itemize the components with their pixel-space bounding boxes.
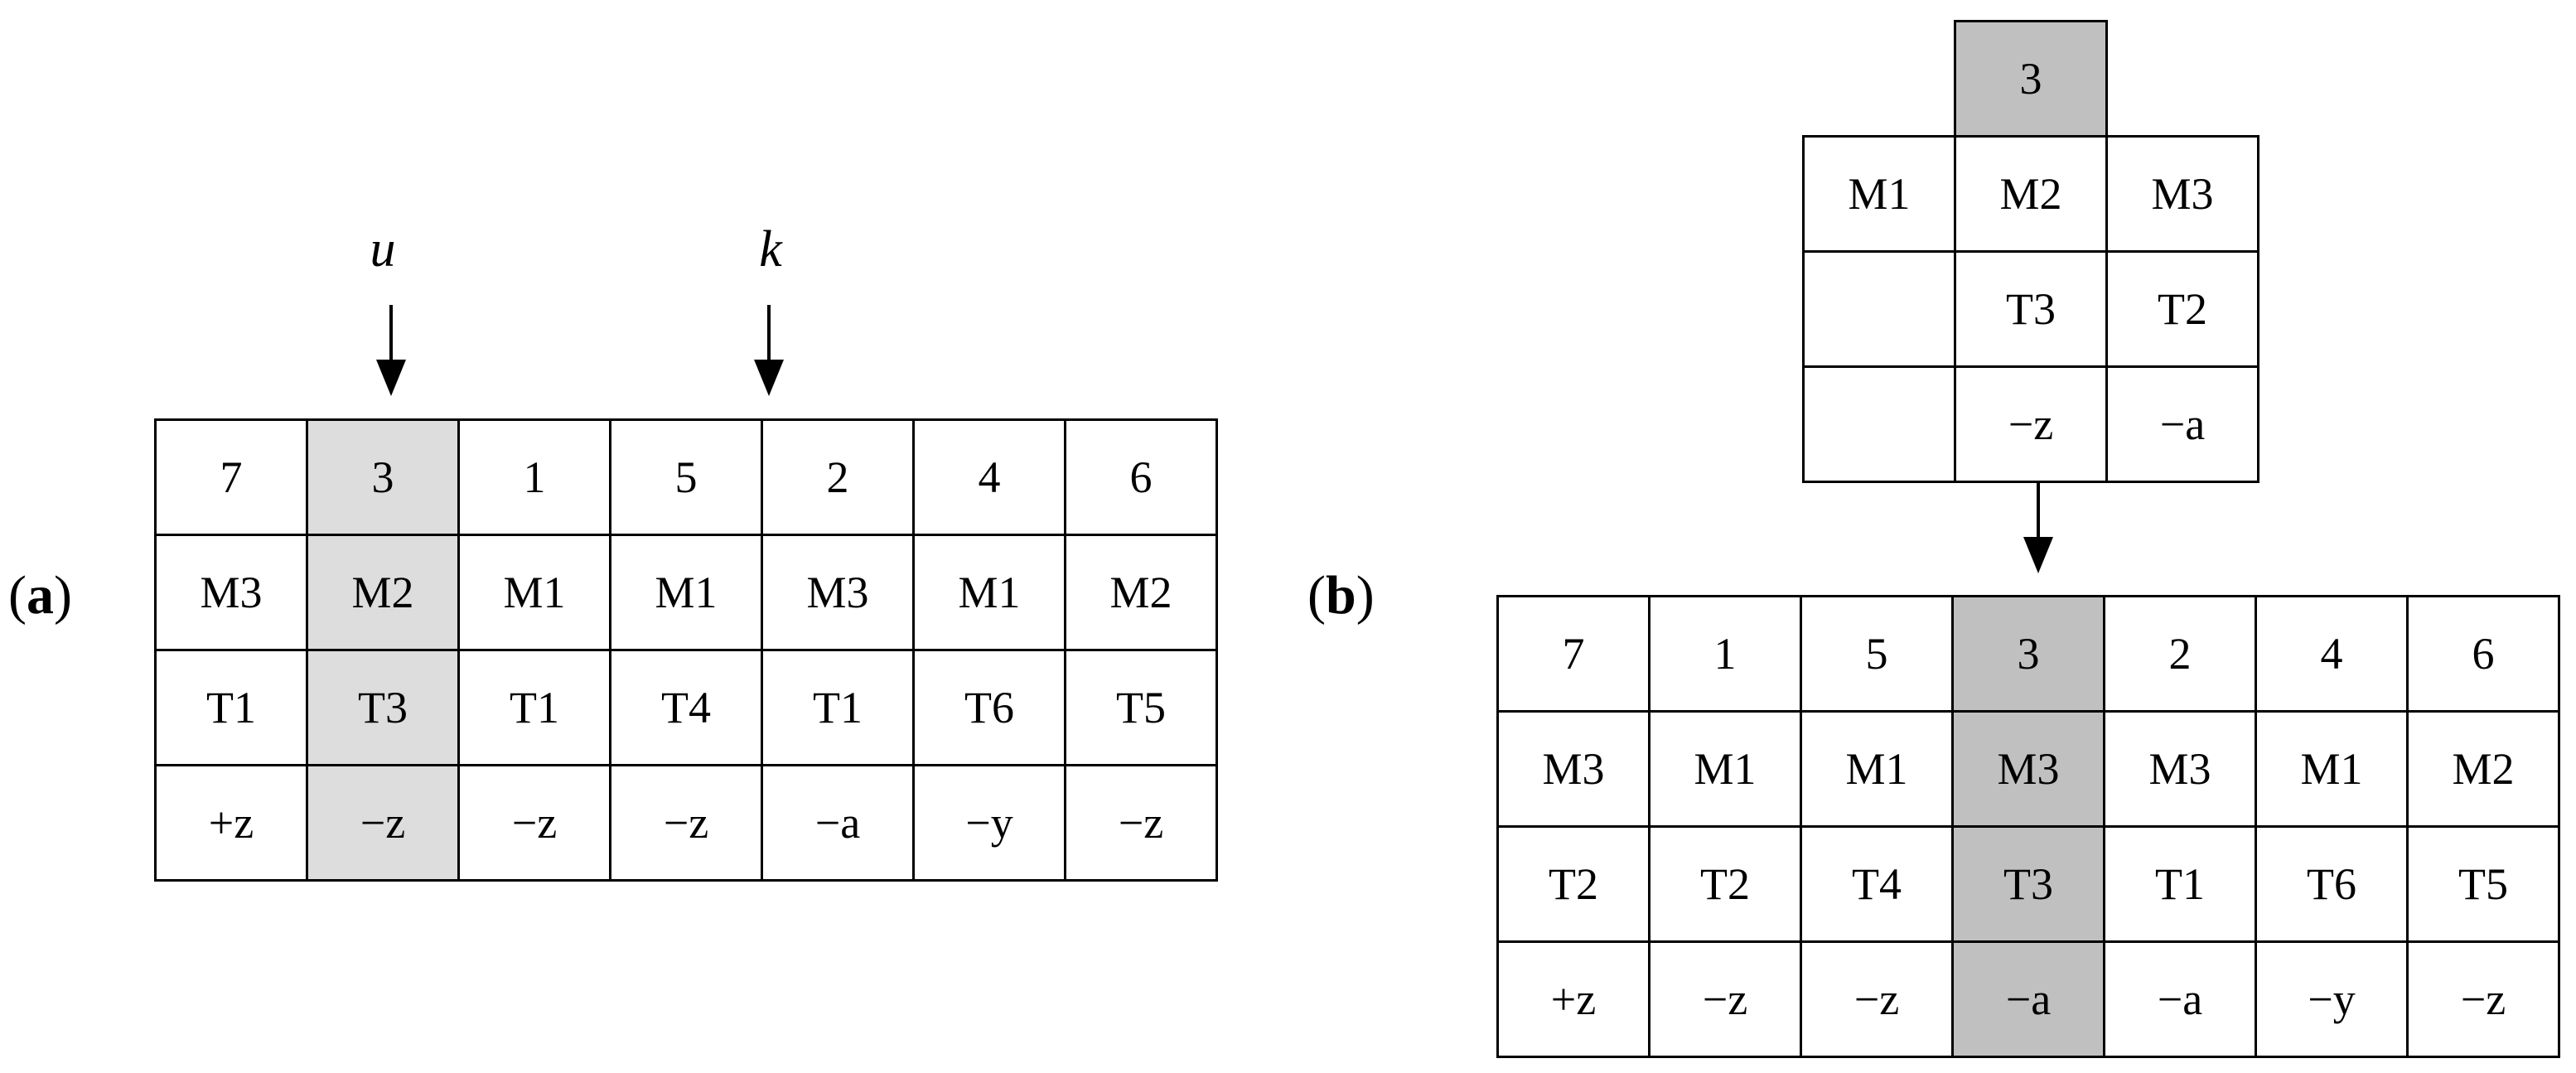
table-cell: T5	[2406, 825, 2560, 943]
table-cell: T1	[2103, 825, 2257, 943]
table-cell: 6	[2406, 595, 2560, 713]
table-cell: T4	[1800, 825, 1954, 943]
panel-b-result-table: 7 1 5 3 2 4 6 M3 M1 M1 M3 M3 M1 M2 T2 T2…	[1496, 595, 2560, 1058]
table-cell: 4	[2255, 595, 2409, 713]
table-cell: T1	[761, 649, 915, 766]
table-cell: T4	[609, 649, 763, 766]
table-row: M3 M1 M1 M3 M3 M1 M2	[1496, 710, 2560, 828]
table-cell: −y	[2255, 940, 2409, 1058]
table-cell: −a	[761, 764, 915, 882]
panel-b-top-block: 3 M1 M2 M3 T3 T2 −z −a	[1802, 20, 2259, 483]
table-cell: M1	[1800, 710, 1954, 828]
panel-b-letter: b	[1325, 565, 1356, 626]
table-cell-highlighted: T3	[1951, 825, 2105, 943]
table-row: +z −z −z −z −a −y −z	[154, 764, 1218, 882]
pointer-u-arrow	[376, 305, 406, 396]
table-cell: −a	[2105, 365, 2259, 483]
table-cell-highlighted: M2	[306, 534, 460, 651]
table-row: −z −a	[1802, 365, 2259, 483]
table-cell: −z	[1954, 365, 2108, 483]
table-cell: −z	[2406, 940, 2560, 1058]
insert-arrow	[2023, 482, 2053, 573]
table-cell: 1	[1648, 595, 1802, 713]
table-cell: +z	[154, 764, 308, 882]
table-cell: −y	[912, 764, 1066, 882]
table-cell: M3	[2103, 710, 2257, 828]
table-cell: −z	[457, 764, 611, 882]
table-cell: T6	[912, 649, 1066, 766]
table-cell: M3	[1496, 710, 1650, 828]
table-cell: M1	[457, 534, 611, 651]
table-cell-highlighted: −a	[1951, 940, 2105, 1058]
table-cell: 5	[609, 418, 763, 536]
table-cell: −z	[1064, 764, 1218, 882]
table-cell: 4	[912, 418, 1066, 536]
table-row: +z −z −z −a −a −y −z	[1496, 940, 2560, 1058]
table-cell: T3	[1954, 250, 2108, 368]
table-cell: M1	[912, 534, 1066, 651]
table-cell: M3	[2105, 135, 2259, 253]
table-cell: 2	[761, 418, 915, 536]
table-cell-highlighted: 3	[306, 418, 460, 536]
table-cell: T2	[2105, 250, 2259, 368]
empty-spacer	[1804, 22, 1955, 137]
table-cell-highlighted: M3	[1951, 710, 2105, 828]
pointer-u-label: u	[370, 221, 396, 278]
table-cell: +z	[1496, 940, 1650, 1058]
table-row: M3 M2 M1 M1 M3 M1 M2	[154, 534, 1218, 651]
table-row: 3	[1804, 20, 2259, 138]
table-cell: T6	[2255, 825, 2409, 943]
table-cell: M2	[1954, 135, 2108, 253]
table-cell-highlighted: T3	[306, 649, 460, 766]
pointer-k-label: k	[759, 221, 782, 278]
table-row: 7 3 1 5 2 4 6	[154, 418, 1218, 536]
table-cell: 7	[154, 418, 308, 536]
table-cell: T1	[154, 649, 308, 766]
table-cell: 2	[2103, 595, 2257, 713]
table-cell: M1	[609, 534, 763, 651]
table-cell: M1	[1648, 710, 1802, 828]
table-cell: M2	[2406, 710, 2560, 828]
panel-a-letter: a	[26, 565, 54, 626]
panel-a-table: 7 3 1 5 2 4 6 M3 M2 M1 M1 M3 M1 M2 T1 T3…	[154, 418, 1218, 882]
table-cell: T1	[457, 649, 611, 766]
panel-a-label: (a)	[8, 565, 72, 626]
table-cell: −a	[2103, 940, 2257, 1058]
table-cell: M3	[761, 534, 915, 651]
table-cell: M2	[1064, 534, 1218, 651]
table-cell: 5	[1800, 595, 1954, 713]
table-cell: 1	[457, 418, 611, 536]
table-cell-highlighted: 3	[1954, 20, 2108, 138]
table-cell	[1802, 250, 1956, 368]
empty-spacer	[2107, 22, 2259, 137]
table-cell-highlighted: −z	[306, 764, 460, 882]
table-cell: −z	[1648, 940, 1802, 1058]
table-cell: T2	[1648, 825, 1802, 943]
table-row: T1 T3 T1 T4 T1 T6 T5	[154, 649, 1218, 766]
table-cell: 7	[1496, 595, 1650, 713]
table-cell: M1	[2255, 710, 2409, 828]
table-row: 7 1 5 3 2 4 6	[1496, 595, 2560, 713]
table-row: T3 T2	[1802, 250, 2259, 368]
table-cell: M3	[154, 534, 308, 651]
table-cell: −z	[609, 764, 763, 882]
pointer-k-arrow	[754, 305, 784, 396]
table-cell: T5	[1064, 649, 1218, 766]
table-cell: 6	[1064, 418, 1218, 536]
table-cell: M1	[1802, 135, 1956, 253]
table-cell	[1802, 365, 1956, 483]
table-cell-highlighted: 3	[1951, 595, 2105, 713]
table-cell: −z	[1800, 940, 1954, 1058]
table-row: T2 T2 T4 T3 T1 T6 T5	[1496, 825, 2560, 943]
table-cell: T2	[1496, 825, 1650, 943]
table-row: M1 M2 M3	[1802, 135, 2259, 253]
panel-b-label: (b)	[1307, 565, 1375, 626]
